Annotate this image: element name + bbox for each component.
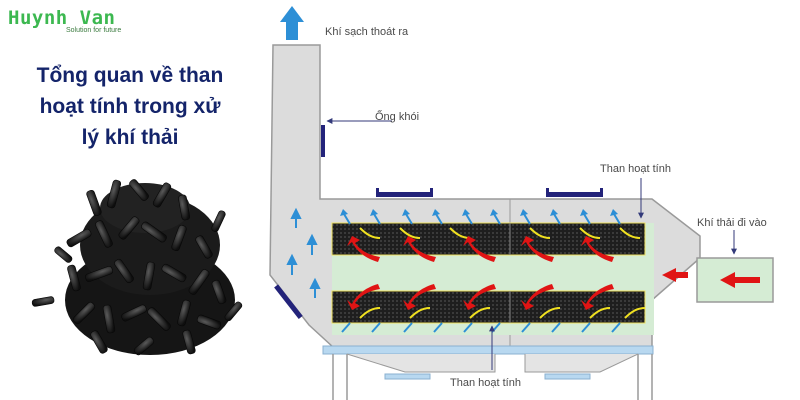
label-clean-gas: Khí sạch thoát ra [325, 26, 409, 38]
top-outflow-arrows [343, 213, 621, 225]
chimney-flange [321, 125, 325, 157]
brand-logo: Huynh Van Solution for future [8, 8, 121, 34]
carbon-bed-bottom [331, 290, 646, 324]
title-line-1: Tổng quan về than [36, 64, 224, 87]
side-hatch [274, 284, 303, 319]
label-chimney: Ống khói [375, 109, 419, 123]
label-exhaust-in: Khí thải đi vào [697, 217, 767, 229]
bed-flow-arrows-yellow [359, 227, 646, 319]
top-flange-right [546, 188, 603, 197]
brand-tagline: Solution for future [66, 27, 122, 34]
label-carbon-bottom: Than hoạt tính [450, 377, 521, 389]
inlet-arrows [662, 268, 760, 288]
brand-name: Huynh Van [8, 7, 116, 29]
top-outflow-arrowheads [340, 209, 618, 216]
carbon-bed-top [331, 222, 646, 256]
title-line-2: hoạt tính trong xử [39, 95, 221, 118]
clean-gas-up-arrow [280, 6, 304, 40]
title-line-3: lý khí thải [81, 126, 179, 149]
page-title: Tổng quan về than hoạt tính trong xử lý … [10, 60, 250, 153]
callout-lines [326, 118, 737, 370]
label-carbon-top: Than hoạt tính [600, 163, 671, 175]
channel-flow-arrows-red [347, 236, 614, 310]
activated-carbon-pile [31, 179, 243, 356]
rising-gas-arrows [286, 207, 321, 298]
top-flange-left [376, 188, 433, 197]
